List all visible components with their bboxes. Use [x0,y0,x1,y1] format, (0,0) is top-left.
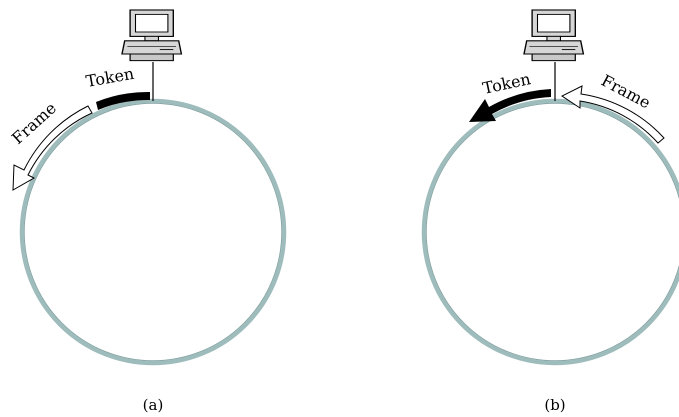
caption-a: (a) [143,396,164,414]
ring-a [19,98,287,366]
token-marker-a [96,91,150,110]
token-label-a: Token [84,64,135,91]
ring-a-edge [24,103,282,361]
computer-workstation-icon [523,9,585,62]
ring-b [421,98,679,366]
frame-arrow-a [12,105,93,191]
token-arrow-b [469,89,551,122]
caption-b: (b) [544,396,565,414]
computer-workstation-icon [121,9,183,62]
panel-b: Token Frame (b) [421,9,679,414]
frame-arrow-b [561,85,665,144]
panel-a: Token Frame (a) [8,9,287,414]
ring-b-edge [426,103,679,361]
